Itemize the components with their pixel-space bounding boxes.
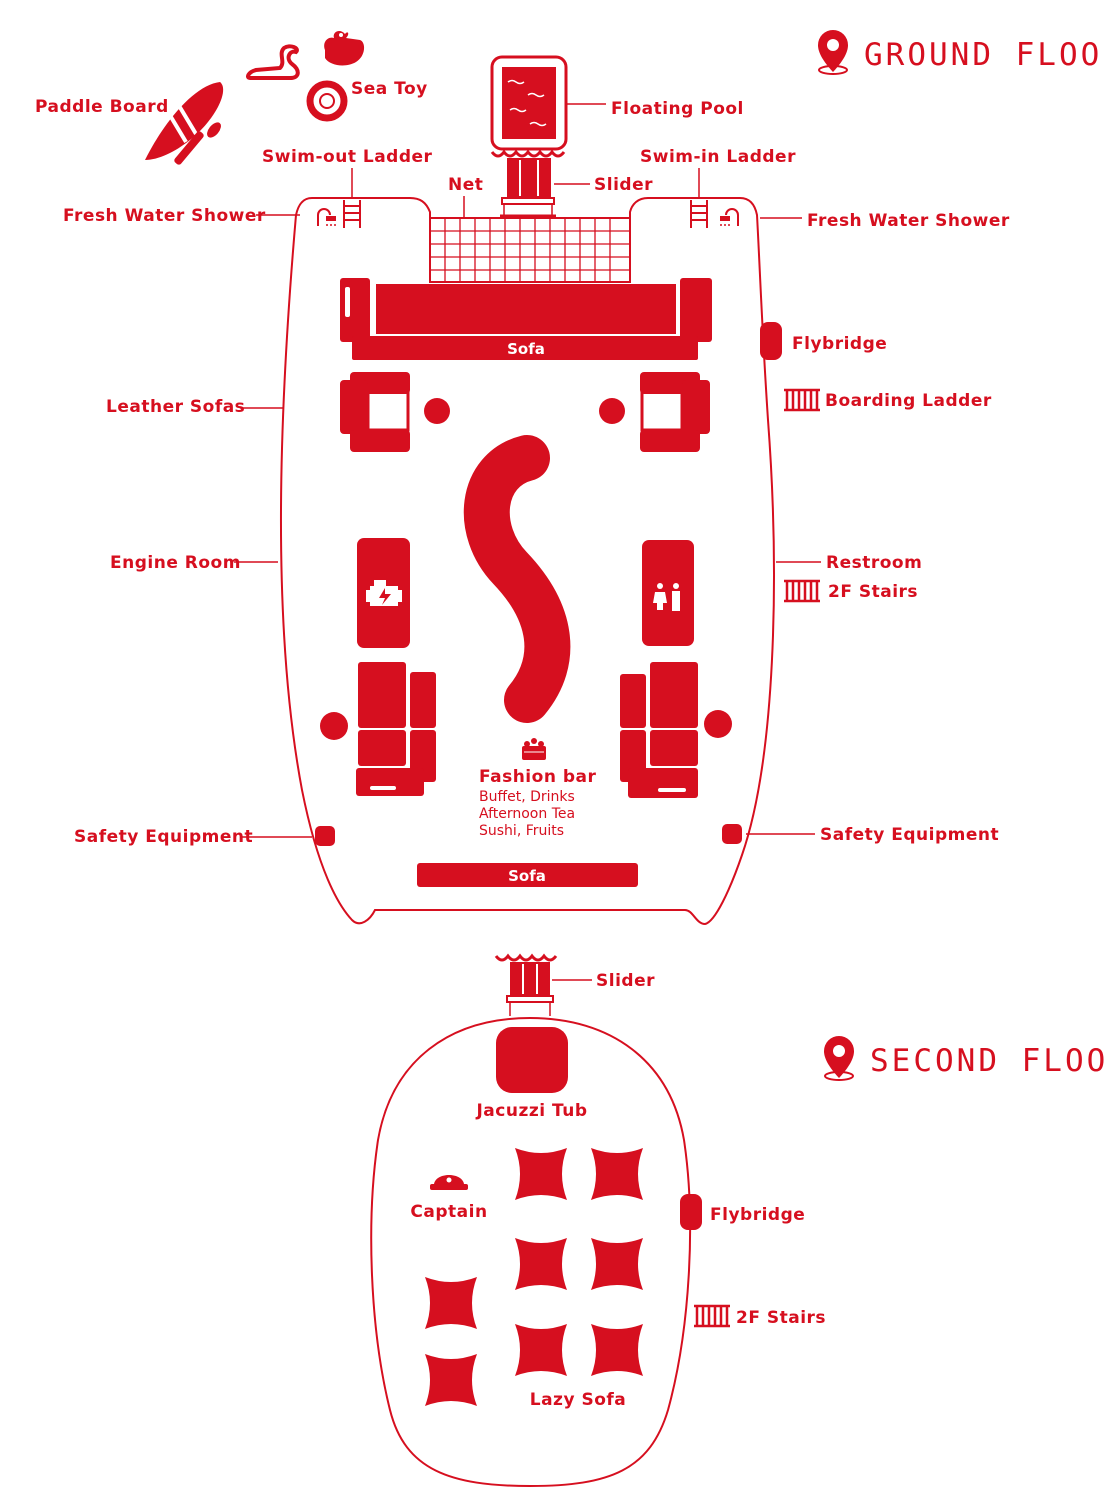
table-icon (704, 710, 732, 738)
flybridge-label-second: Flybridge (710, 1205, 805, 1225)
fashion-bar-label: Fashion bar (479, 767, 596, 787)
stairs-icon (784, 579, 820, 603)
beanbag-icon (515, 1148, 567, 1200)
fashion-bar-item: Afternoon Tea (479, 806, 575, 822)
table-icon (320, 712, 348, 740)
stairs-icon (694, 1304, 730, 1328)
stairs-2f-label-ground: 2F Stairs (828, 582, 918, 602)
paddle-board-label: Paddle Board (35, 97, 169, 117)
beanbag-icon (425, 1277, 477, 1329)
leather-sofas-label: Leather Sofas (106, 397, 245, 417)
table-icon (599, 398, 625, 424)
fashion-bar-item: Sushi, Fruits (479, 823, 564, 839)
engine-room-label: Engine Room (110, 553, 241, 573)
safety-equipment-icon (722, 824, 742, 844)
sofa-bottom (417, 863, 638, 887)
duck-icon (324, 31, 365, 66)
beanbag-icon (591, 1238, 643, 1290)
net-icon (429, 217, 631, 283)
slider-label-second: Slider (596, 971, 655, 991)
ladder-icon (690, 200, 708, 228)
slider-icon (490, 149, 566, 218)
restroom (642, 540, 694, 646)
food-icon (522, 738, 546, 760)
slider-icon (494, 953, 558, 1016)
boarding-ladder-label: Boarding Ladder (825, 391, 992, 411)
ground-floor-heading: GROUND FLOOR (818, 30, 1104, 75)
leather-sofa-right (640, 372, 710, 452)
captain-hat-icon (430, 1175, 468, 1190)
net-label: Net (448, 175, 483, 195)
lazy-sofa-label: Lazy Sofa (530, 1390, 627, 1410)
jacuzzi-tub-label: Jacuzzi Tub (475, 1101, 587, 1121)
paddle-board-icon (145, 82, 224, 165)
restroom-icon (653, 583, 680, 611)
fresh-water-shower-left-label: Fresh Water Shower (63, 206, 266, 226)
swim-out-ladder-label: Swim-out Ladder (262, 147, 433, 167)
stairs-icon (784, 388, 820, 412)
slider-label-top: Slider (594, 175, 653, 195)
beanbag-icon (425, 1354, 477, 1406)
shower-icon (720, 208, 739, 226)
fresh-water-shower-right-label: Fresh Water Shower (807, 211, 1010, 231)
shower-icon (317, 208, 336, 226)
safety-equipment-left-label: Safety Equipment (74, 827, 253, 847)
jacuzzi-tub (496, 1027, 568, 1093)
engine-icon (366, 580, 402, 606)
swim-in-ladder-label: Swim-in Ladder (640, 147, 796, 167)
safety-equipment-icon (315, 826, 335, 846)
captain-label: Captain (410, 1202, 487, 1222)
swim-ring-icon (306, 80, 348, 122)
beanbag-icon (591, 1148, 643, 1200)
sofa-bottom-label: Sofa (508, 867, 546, 885)
flybridge-label: Flybridge (792, 334, 887, 354)
location-pin-icon (818, 30, 848, 75)
restroom-label: Restroom (826, 553, 922, 573)
engine-room (357, 538, 410, 648)
second-floor-hull (370, 1016, 692, 1488)
flybridge-icon (760, 322, 782, 360)
pool-icon (490, 55, 568, 151)
floating-pool-label: Floating Pool (611, 99, 744, 119)
safety-equipment-right-label: Safety Equipment (820, 825, 999, 845)
beanbag-icon (515, 1238, 567, 1290)
ladder-icon (343, 200, 361, 228)
location-pin-icon (824, 1036, 854, 1081)
flybridge-icon (680, 1194, 702, 1230)
bar-counter (463, 435, 571, 723)
beanbag-icon (591, 1324, 643, 1376)
sea-toy-label: Sea Toy (351, 79, 428, 99)
table-icon (424, 398, 450, 424)
stairs-2f-label-second: 2F Stairs (736, 1308, 826, 1328)
ground-floor-hull (279, 197, 775, 926)
flamingo-float-icon (246, 44, 300, 80)
leather-sofa-lower-right (620, 662, 698, 798)
leather-sofa-left (340, 372, 410, 452)
leather-sofa-lower-left (356, 662, 436, 796)
sofa-top (340, 278, 712, 360)
beanbag-icon (515, 1324, 567, 1376)
fashion-bar-item: Buffet, Drinks (479, 789, 575, 805)
sofa-top-label: Sofa (507, 340, 545, 358)
second-floor-heading: SECOND FLOOR (824, 1036, 1104, 1081)
second-floor-title: SECOND FLOOR (870, 1043, 1104, 1079)
ground-floor-title: GROUND FLOOR (864, 37, 1104, 73)
